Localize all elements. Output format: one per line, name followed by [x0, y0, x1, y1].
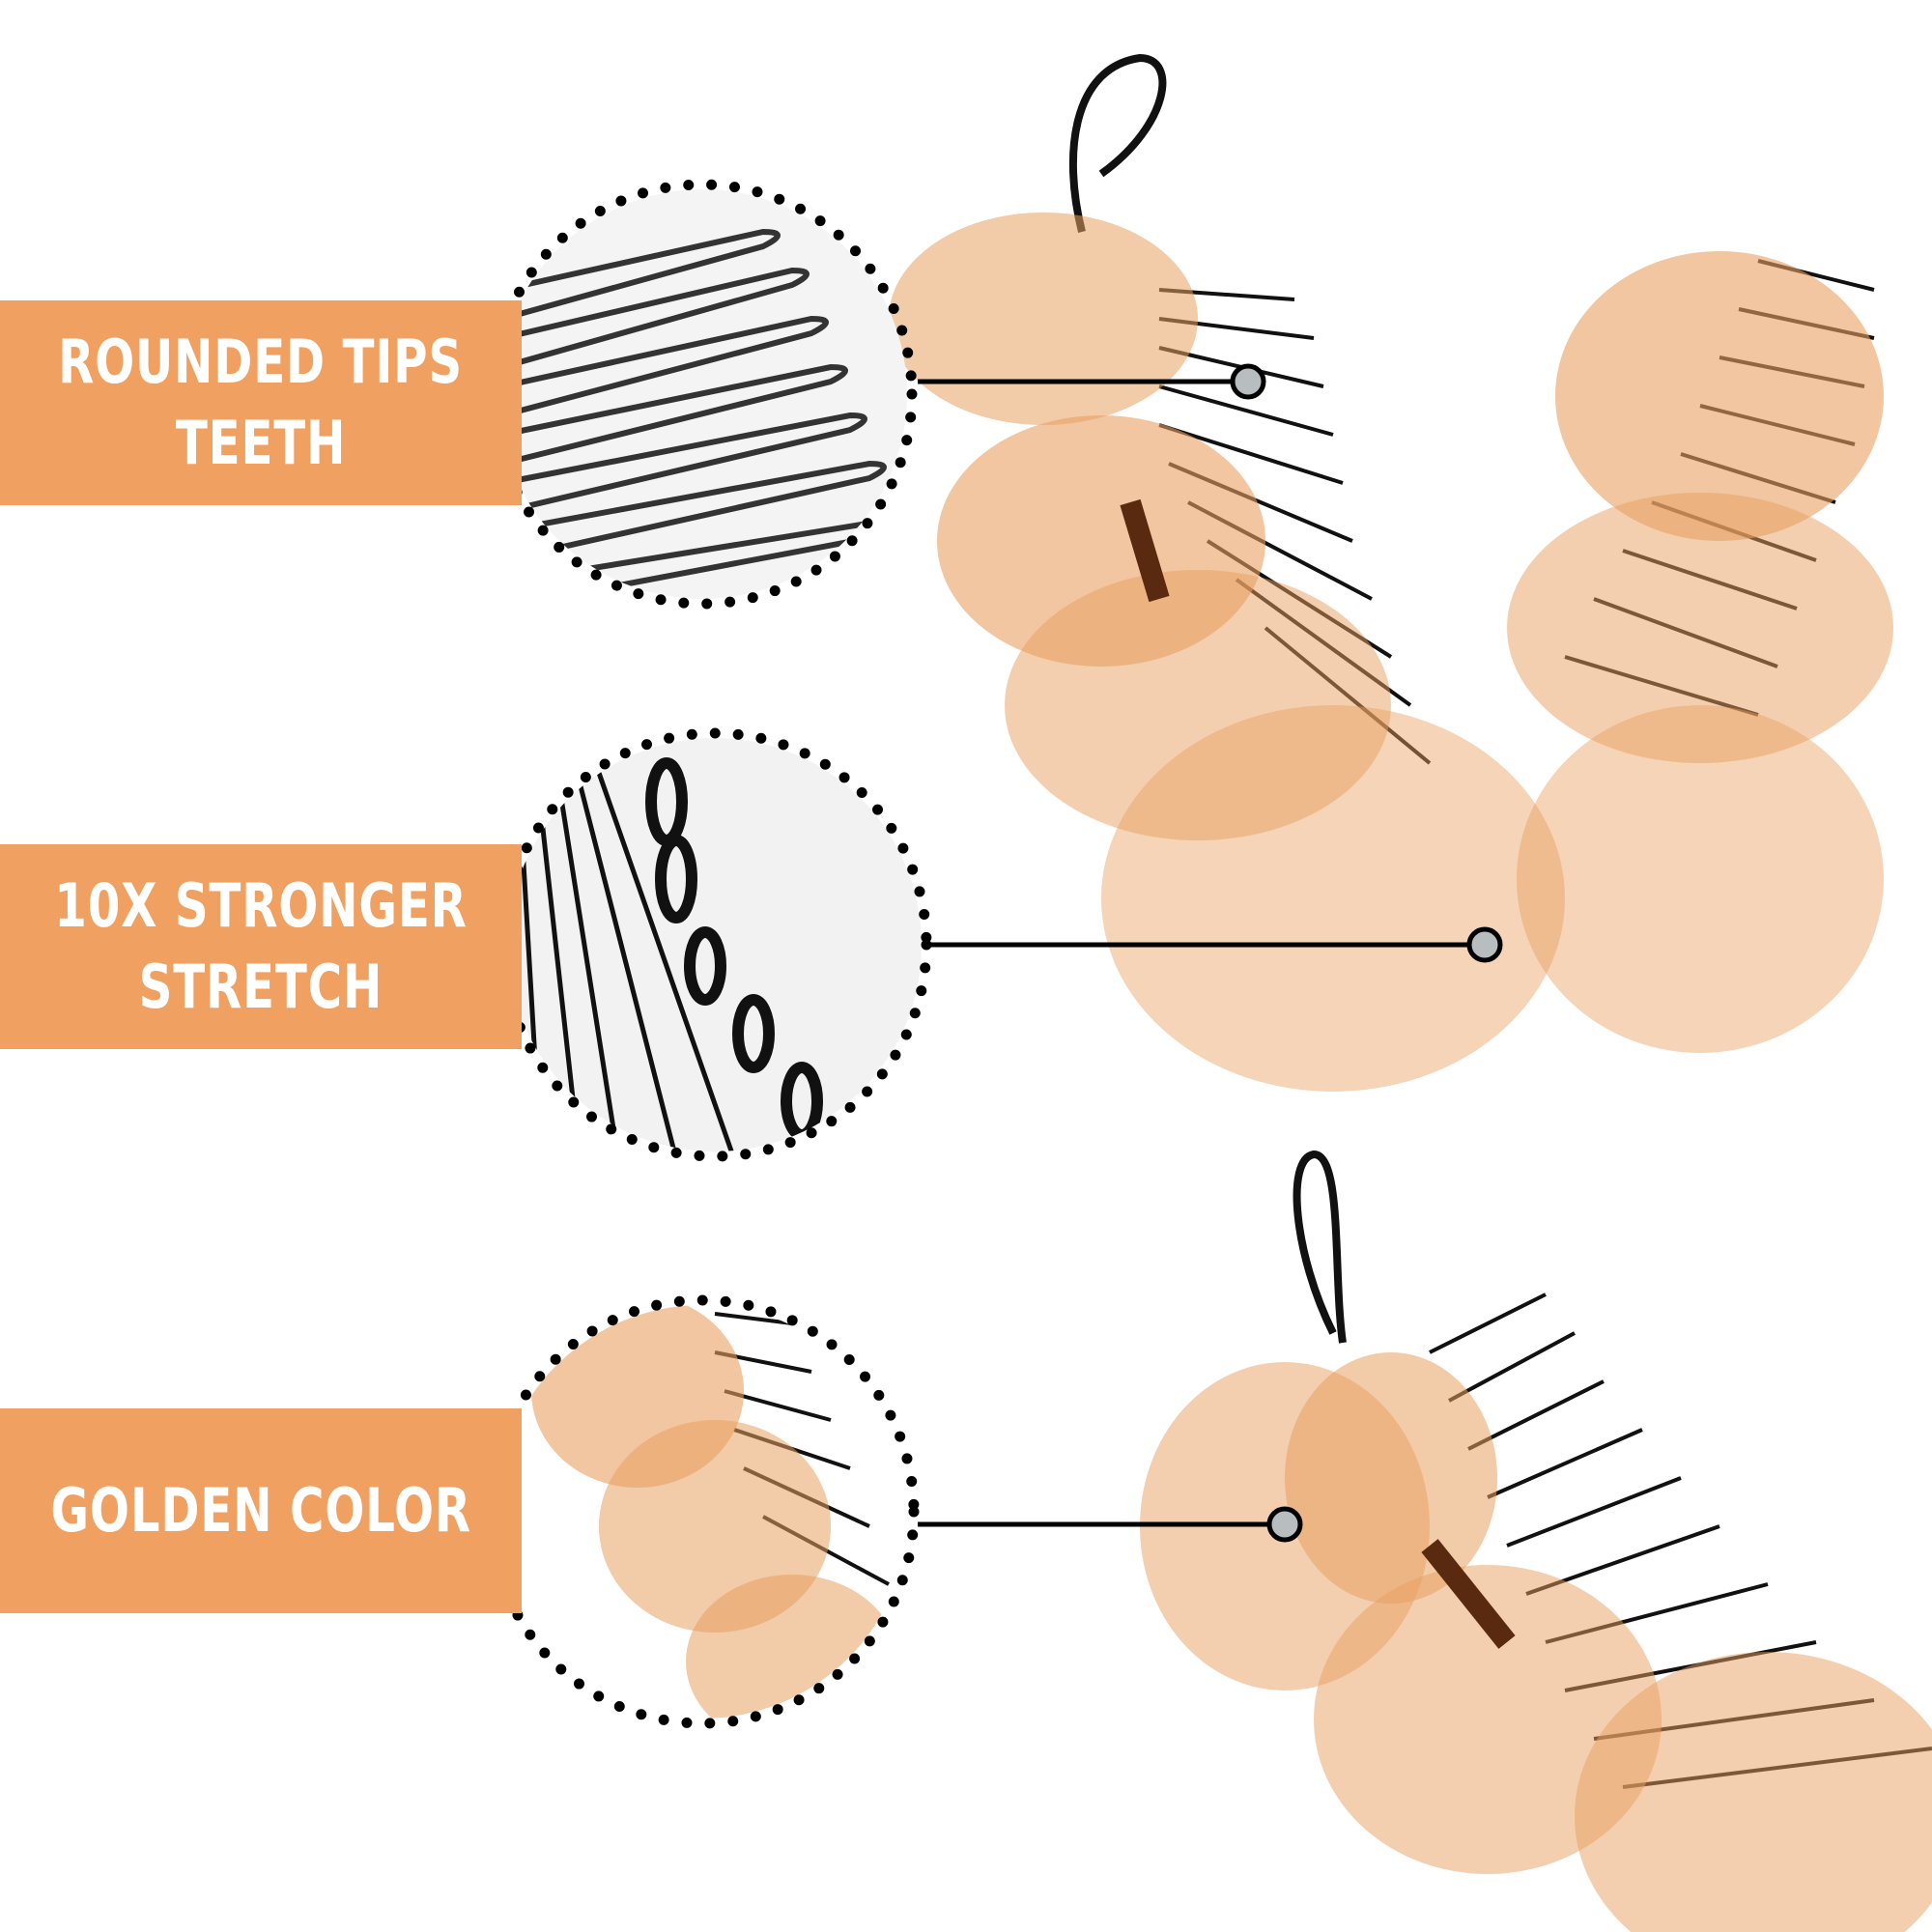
dotted-circle [485, 1294, 920, 1729]
callout-3 [918, 1506, 1303, 1543]
callout-2 [924, 926, 1503, 963]
feature-label-line1: 10X STRONGER [54, 870, 468, 941]
hair-comb-product-bottom [1140, 1150, 1932, 1932]
feature-banner-rounded-tips: ROUNDED TIPS TEETH [0, 300, 522, 505]
zoom-golden [496, 1305, 909, 1719]
hair-comb-product-top [889, 53, 1893, 1092]
feature-label-line1: ROUNDED TIPS [58, 327, 464, 397]
zoom-teeth [497, 189, 907, 599]
feature-label-line1: GOLDEN COLOR [50, 1475, 471, 1546]
dotted-circle [487, 179, 918, 610]
feature-banner-stronger-stretch: 10X STRONGER STRETCH [0, 844, 522, 1049]
feature-label-line2: STRETCH [138, 952, 384, 1022]
feature-banner-golden-color: GOLDEN COLOR [0, 1408, 522, 1613]
feature-label-line2: TEETH [175, 408, 347, 478]
callout-1 [918, 363, 1266, 400]
zoom-elastic [508, 738, 922, 1151]
